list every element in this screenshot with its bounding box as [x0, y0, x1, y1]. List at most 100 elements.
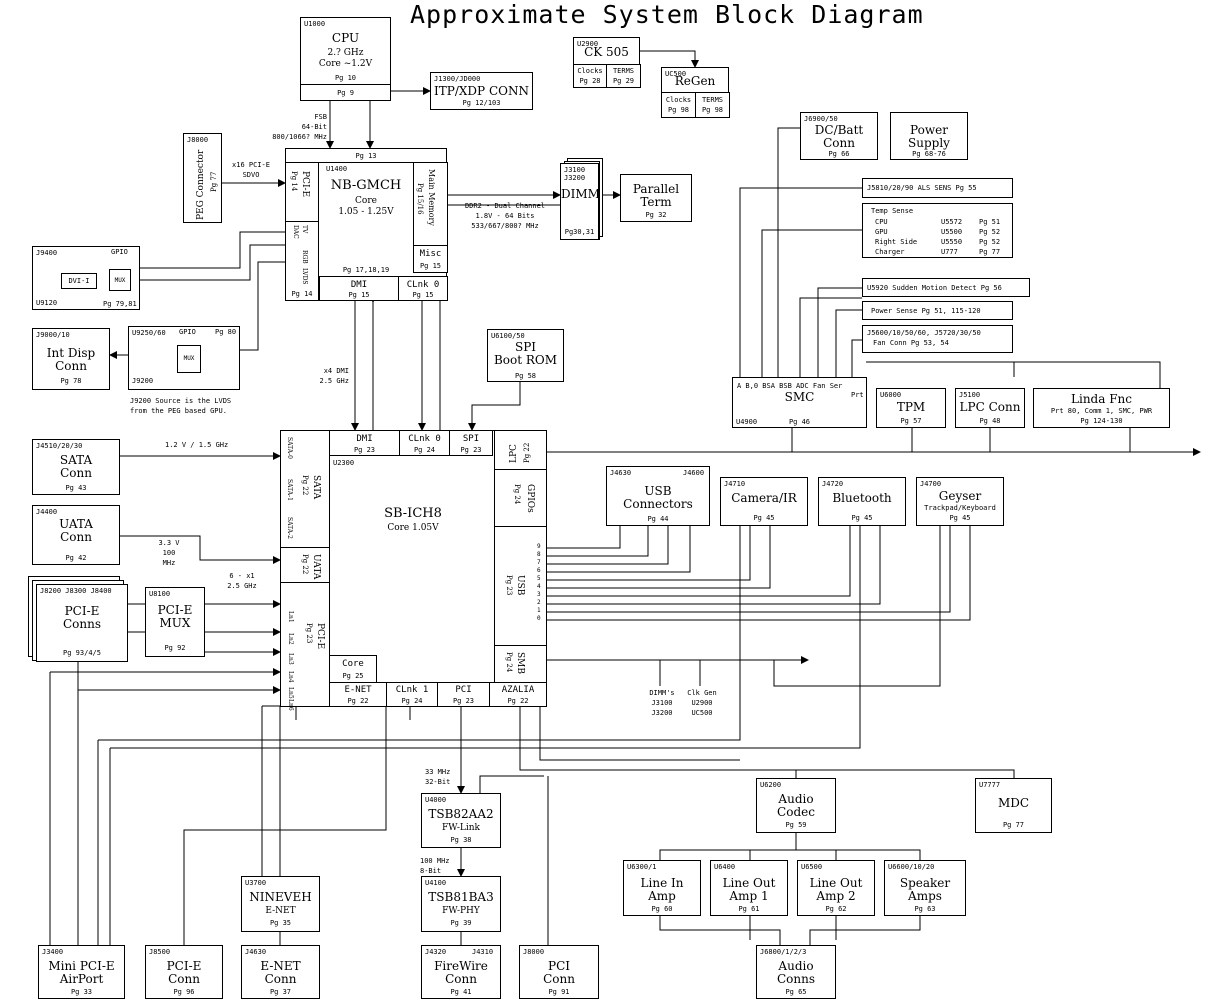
regen-terms-cell: TERMS Pg 98 [695, 92, 730, 118]
pci-conn-id: J8000 [523, 948, 545, 956]
audio-conns-block: J6800/1/2/3 Audio Conns Pg 65 [756, 945, 836, 999]
pcie-mux-name: PCI-E MUX [157, 603, 193, 630]
temp-row-page: Pg 77 [979, 248, 1001, 256]
sb-pci-label: PCI [455, 685, 472, 695]
bluetooth-name: Bluetooth [832, 491, 892, 505]
lpc-conn-block: J5100 LPC Conn Pg 48 [955, 388, 1025, 428]
geyser-name: Geyser [938, 489, 982, 503]
u9250-mux-label: MUX [183, 355, 195, 362]
mdc-page: Pg 77 [1002, 821, 1025, 829]
int-disp-name: Int Disp Conn [46, 346, 96, 373]
line-out1-name: Line Out Amp 1 [722, 876, 776, 903]
dc-batt-block: J6900/50 DC/Batt Conn Pg 66 [800, 112, 878, 160]
ck505-terms: TERMS [612, 67, 635, 75]
peg-connector-block: J8000 PEG Connector Pg 77 [183, 133, 222, 223]
tpm-page: Pg 57 [900, 417, 922, 425]
sb-clink0-page: Pg 24 [413, 446, 436, 454]
tsb81-name: TSB81BA3 [428, 890, 494, 904]
nb-dmi-page: Pg 15 [348, 291, 370, 299]
sb-pcie-cell: PCI-E Pg 23 Ln1 Ln2 Ln3 Ln4 Ln5 Ln6 [280, 582, 330, 711]
firewire-conn-id: J4320 [425, 948, 447, 956]
nb-clink-page: Pg 15 [412, 291, 434, 299]
spi-boot-rom-block: U6100/50 SPI Boot ROM Pg 58 [487, 329, 564, 382]
fan-conn-label: Fan Conn Pg 53, 54 [873, 339, 949, 347]
sb-sata-cell: SATA Pg 22 SATA-0 SATA-1 SATA-2 [280, 430, 330, 548]
sata-conn-block: J4510/20/30 SATA Conn Pg 43 [32, 439, 120, 495]
cpu-id: U1000 [304, 20, 326, 28]
sb-uata-cell: UATA Pg 22 [280, 547, 330, 583]
regen-block: UC500 ReGen Clocks Pg 98 TERMS Pg 98 [661, 67, 730, 118]
nb-pcie-page: Pg 14 [290, 171, 298, 192]
power-sense-block: Power Sense Pg 51, 115-120 [862, 301, 1013, 320]
sb-spi-label: SPI [462, 434, 480, 444]
cpu-speed: 2.? GHz [327, 48, 364, 58]
nb-rgb-label: RGB [301, 250, 308, 264]
nineveh-page: Pg 35 [269, 919, 292, 927]
mini-pcie-page: Pg 33 [70, 988, 93, 996]
j9200-id: J9200 [132, 377, 154, 385]
smc-name: SMC [784, 390, 815, 404]
bluetooth-page: Pg 45 [851, 514, 873, 522]
tsb82-name: TSB82AA2 [428, 807, 494, 821]
line-in-name: Line In Amp [640, 876, 684, 903]
cpu-voltage: Core ~1.2V [318, 59, 373, 69]
sb-usb-port: 6 [537, 567, 541, 574]
linda-name: Linda Fnc [1071, 392, 1132, 406]
j9400-id: J9400 [36, 249, 58, 257]
nb-gmch-block: Pg 13 U1400 NB-GMCH Core 1.05 - 1.25V Pg… [285, 148, 448, 301]
line-out2-name: Line Out Amp 2 [809, 876, 863, 903]
j9400-gpio: GPIO [111, 248, 128, 256]
nb-top-cell: Pg 13 [285, 148, 447, 163]
uata-id: J4400 [36, 508, 58, 516]
camera-name: Camera/IR [731, 491, 797, 505]
tpm-id: U6000 [880, 391, 902, 399]
sb-core-cell: Core Pg 25 [329, 655, 377, 685]
nb-lvds-label: LVDS [301, 268, 308, 285]
sb-pcie-lane: Ln5 [287, 687, 294, 699]
regen-id: UC500 [665, 70, 687, 78]
regen-terms-page: Pg 98 [701, 106, 724, 114]
sb-pcie-lane: Ln2 [287, 633, 294, 645]
bluetooth-block: J4720 Bluetooth Pg 45 [818, 477, 906, 526]
linda-page: Pg 124-130 [1080, 417, 1123, 425]
sb-enet-label: E-NET [344, 685, 372, 695]
nb-page: Pg 17,18,19 [342, 266, 390, 274]
audio-conns-id: J6800/1/2/3 [760, 948, 807, 956]
sb-dmi-page: Pg 23 [353, 446, 376, 454]
uata-page: Pg 42 [65, 554, 87, 562]
sb-smb-page: Pg 24 [505, 652, 513, 673]
pcie-mux-page: Pg 92 [164, 644, 186, 652]
pcie-conns-name: PCI-E Conns [62, 604, 102, 631]
sb-core: Core 1.05V [387, 523, 439, 533]
sb-usb-cell: USB Pg 23 9 8 7 6 5 4 3 2 1 0 [494, 526, 547, 646]
sb-sata-page: Pg 22 [301, 475, 309, 496]
sb-usb-port: 2 [537, 599, 541, 606]
sb-pcie-page: Pg 23 [305, 623, 313, 644]
sb-usb-port: 5 [537, 575, 541, 582]
smc-port-prt: Prt [851, 391, 864, 399]
firewire-conn-id2: J4310 [472, 948, 494, 956]
fw-phy-label: 100 MHz 8-Bit [420, 857, 450, 875]
sb-uata-label: UATA [311, 554, 321, 580]
sb-usb-label: USB [515, 575, 525, 596]
speaker-id: U6600/10/20 [888, 863, 935, 871]
lvds-note: J9200 Source is the LVDS from the PEG ba… [130, 397, 232, 415]
geyser-block: J4700 Geyser Trackpad/Keyboard Pg 45 [916, 477, 1004, 526]
sb-gpios-page: Pg 24 [513, 484, 521, 505]
dimm-name: DIMM [561, 187, 600, 201]
parallel-term-block: Parallel Term Pg 32 [620, 174, 692, 222]
tsb81-page: Pg 39 [450, 919, 472, 927]
usb-conn-name: USB Connectors [623, 484, 693, 511]
dc-batt-page: Pg 66 [828, 150, 850, 158]
nb-pcie-label: PCI-E [300, 171, 310, 198]
ck505-id: U2900 [577, 40, 599, 48]
spi-page: Pg 58 [514, 372, 537, 380]
peg-name: PEG Connector [196, 149, 206, 220]
nb-dac-label: DAC [292, 225, 299, 239]
usb-conn-page: Pg 44 [647, 515, 669, 523]
nb-misc-label: Misc [419, 249, 442, 259]
mini-pcie-airport-block: J3400 Mini PCI-E AirPort Pg 33 [38, 945, 125, 999]
sb-usb-page: Pg 23 [505, 575, 513, 596]
sb-name: SB-ICH8 [384, 506, 442, 521]
line-out-amp2-block: U6500 Line Out Amp 2 Pg 62 [797, 860, 875, 916]
